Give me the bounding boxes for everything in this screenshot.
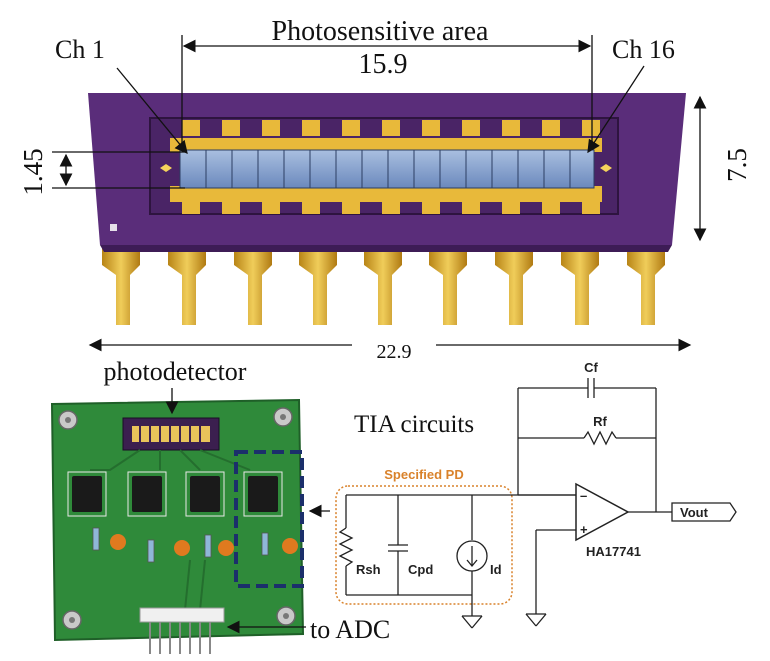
cpd-label: Cpd <box>408 562 433 577</box>
package-pins <box>102 240 665 325</box>
specified-pd-box <box>335 485 513 605</box>
photosensitive-label: Photosensitive area <box>272 16 490 47</box>
op-minus: – <box>580 488 587 503</box>
rf-label: Rf <box>593 414 607 429</box>
dimension-annotations <box>52 35 707 352</box>
id-label: Id <box>490 562 502 577</box>
photosensitive-value: 15.9 <box>359 49 408 80</box>
op-plus: + <box>580 522 588 537</box>
chip-height: 7.5 <box>722 148 752 182</box>
ch-last-label: Ch 16 <box>612 35 675 64</box>
ch-first-label: Ch 1 <box>55 35 105 64</box>
pcb-board <box>50 398 305 654</box>
specified-pd-label: Specified PD <box>384 467 463 482</box>
chip-width: 22.9 <box>377 341 412 363</box>
rsh-label: Rsh <box>356 562 381 577</box>
photodetector-label: photodetector <box>104 357 247 386</box>
vout-label: Vout <box>680 505 709 520</box>
tia-schematic <box>335 378 737 629</box>
cf-label: Cf <box>584 360 598 375</box>
highlight-channel-box <box>234 450 304 588</box>
height-value: 1.45 <box>18 148 48 195</box>
photodetector-package <box>88 93 686 325</box>
sensor-array <box>179 149 595 189</box>
tia-title: TIA circuits <box>354 411 474 438</box>
opamp-label: HA17741 <box>586 544 641 559</box>
adc-label: to ADC <box>310 615 390 644</box>
